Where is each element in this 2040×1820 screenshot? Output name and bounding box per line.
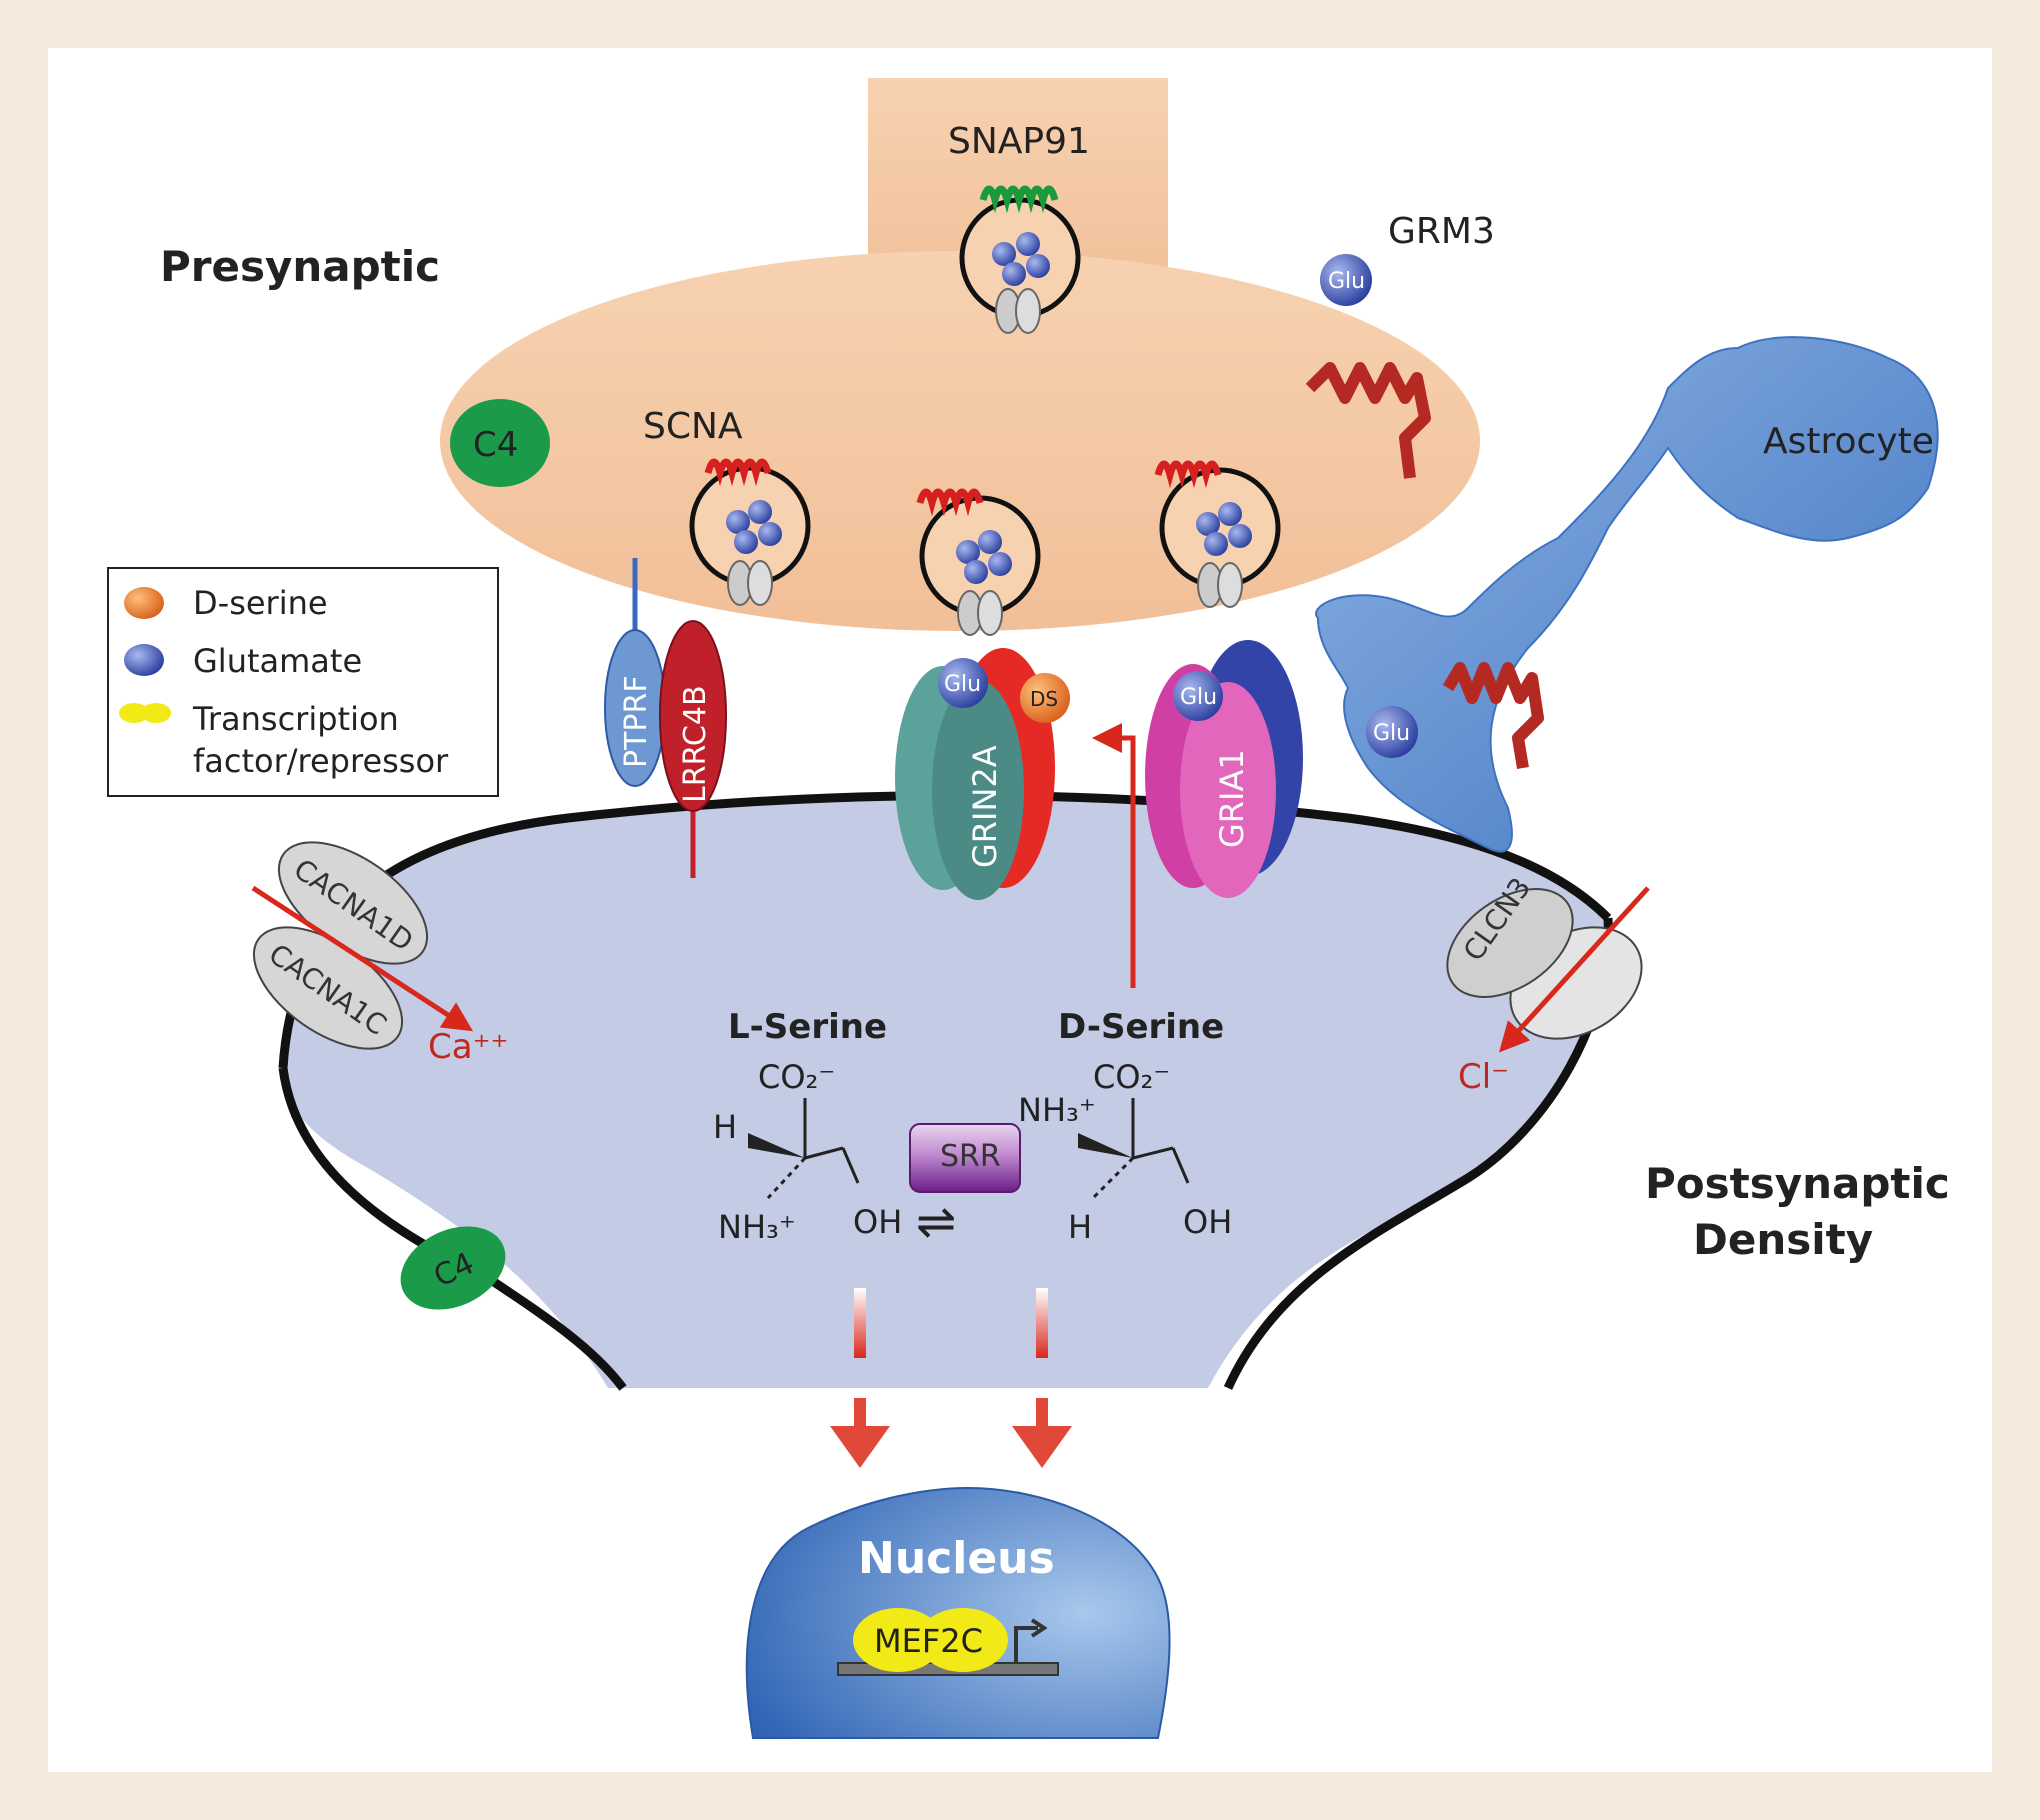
svg-text:L-Serine: L-Serine xyxy=(728,1007,887,1047)
svg-text:Glu: Glu xyxy=(1328,269,1365,294)
svg-text:H: H xyxy=(1068,1208,1092,1246)
svg-text:Glutamate: Glutamate xyxy=(193,642,362,680)
srr-enzyme: SRR xyxy=(909,1123,1021,1193)
svg-text:LRRC4B: LRRC4B xyxy=(678,685,713,803)
nucleus: Nucleus MEF2C xyxy=(745,1486,1171,1739)
svg-text:Glu: Glu xyxy=(1180,685,1217,710)
signal-arrows xyxy=(830,1288,1072,1468)
vesicle-2 xyxy=(916,488,1041,636)
c4-top: C4 xyxy=(450,399,550,487)
svg-text:OH: OH xyxy=(1183,1203,1232,1241)
transcription-factor-right xyxy=(918,1608,1008,1672)
postsynaptic-label-line2: Density xyxy=(1693,1215,1873,1264)
l-serine-structure: L-Serine CO₂⁻ H NH₃⁺ OH xyxy=(713,1007,902,1246)
svg-text:factor/repressor: factor/repressor xyxy=(193,742,449,780)
svg-text:Glu: Glu xyxy=(944,672,981,697)
svg-text:NH₃⁺: NH₃⁺ xyxy=(1018,1091,1096,1129)
chloride-flow-arrow xyxy=(1498,886,1650,1053)
svg-text:D-serine: D-serine xyxy=(193,584,328,622)
svg-text:Transcription: Transcription xyxy=(192,700,399,738)
grm3-receptor: Glu GRM3 xyxy=(1305,211,1495,479)
lrrc4b: LRRC4B xyxy=(659,620,727,878)
legend: D-serine Glutamate Transcription factor/… xyxy=(107,567,499,797)
svg-text:DS: DS xyxy=(1030,687,1058,711)
transcription-factor-left xyxy=(853,1608,943,1672)
glutamate-icon xyxy=(124,644,164,676)
equilibrium-symbol: ⇌ xyxy=(916,1194,956,1250)
svg-text:GRIN2A: GRIN2A xyxy=(966,745,1004,868)
svg-text:PTPRF: PTPRF xyxy=(619,675,654,768)
mef2c-label: MEF2C xyxy=(874,1622,983,1660)
vesicle-scna: SCNA xyxy=(643,406,811,606)
svg-text:OH: OH xyxy=(853,1203,902,1241)
svg-text:H: H xyxy=(713,1108,737,1146)
vesicle-3 xyxy=(1154,460,1281,608)
svg-text:SRR: SRR xyxy=(940,1139,1001,1174)
astrocyte-label: Astrocyte xyxy=(1763,421,1934,462)
astrocyte-grm3-receptor: Glu xyxy=(1366,662,1544,769)
c4-bottom: C4 xyxy=(400,1226,506,1310)
grm3-label: GRM3 xyxy=(1388,211,1495,252)
svg-text:Glu: Glu xyxy=(1373,721,1410,746)
transcription-factor-icon xyxy=(119,703,149,723)
presynaptic-label: Presynaptic xyxy=(160,242,440,291)
postsynaptic-label-line1: Postsynaptic xyxy=(1645,1159,1950,1208)
glutamate-icon xyxy=(1366,706,1418,758)
glutamate-icon xyxy=(1320,254,1372,306)
svg-text:D-Serine: D-Serine xyxy=(1058,1007,1224,1047)
vesicle-snap91: SNAP91 xyxy=(948,121,1090,334)
svg-text:NH₃⁺: NH₃⁺ xyxy=(718,1208,796,1246)
postsynaptic-density xyxy=(283,795,1608,1388)
svg-text:C4: C4 xyxy=(473,425,518,465)
d-serine-arrow xyxy=(1092,723,1136,988)
svg-text:CO₂⁻: CO₂⁻ xyxy=(758,1058,835,1096)
calcium-flow-arrow xyxy=(251,885,474,1032)
transcription-start-arrow xyxy=(1014,1626,1038,1663)
chloride-label: Cl⁻ xyxy=(1458,1057,1509,1097)
svg-text:CO₂⁻: CO₂⁻ xyxy=(1093,1058,1170,1096)
astrocyte xyxy=(1315,336,1939,853)
synapse-diagram: Astrocyte Nucleus MEF2C Presynaptic Post… xyxy=(107,78,1950,1739)
d-serine-structure: D-Serine CO₂⁻ NH₃⁺ H OH xyxy=(1018,1007,1232,1246)
calcium-label: Ca⁺⁺ xyxy=(428,1027,508,1067)
figure-frame: Astrocyte Nucleus MEF2C Presynaptic Post… xyxy=(48,48,1992,1772)
svg-text:GRIA1: GRIA1 xyxy=(1213,749,1251,848)
scna-label: SCNA xyxy=(643,406,743,447)
gria1-receptor: Glu GRIA1 xyxy=(1145,640,1303,898)
snap91-label: SNAP91 xyxy=(948,121,1090,162)
ptprf: PTPRF xyxy=(604,558,666,787)
d-serine-icon xyxy=(124,587,164,619)
grin2a-receptor: Glu DS GRIN2A xyxy=(895,648,1070,900)
nucleus-label: Nucleus xyxy=(858,1533,1055,1584)
